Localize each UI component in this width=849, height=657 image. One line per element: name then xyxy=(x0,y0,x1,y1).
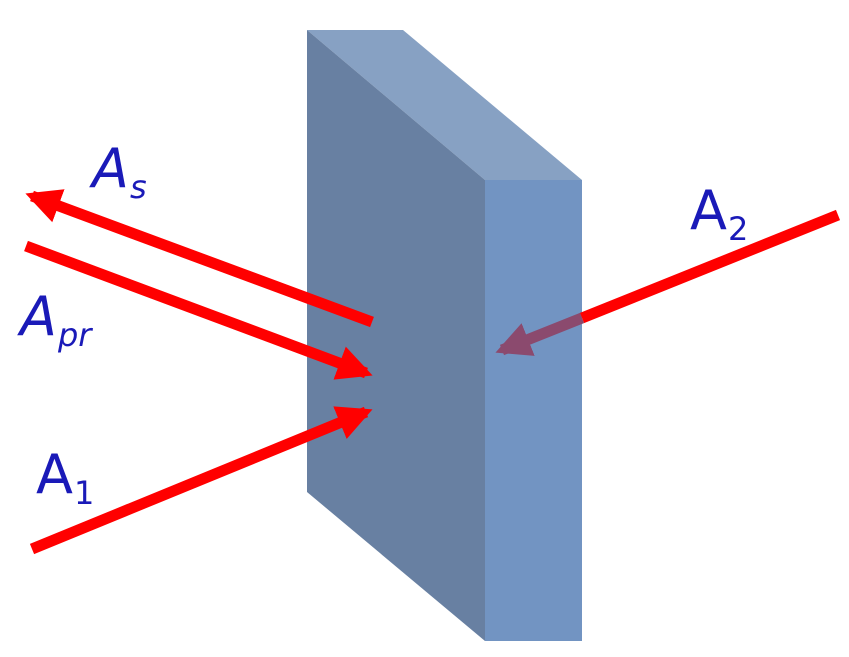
label-a-2: A2 xyxy=(690,179,749,249)
beam-a-pr xyxy=(24,240,373,380)
label-a-s-base: A xyxy=(92,137,129,200)
slab-side-face xyxy=(485,180,582,641)
label-a-s-sub: s xyxy=(129,168,147,207)
beam-a-2-through-slab xyxy=(495,312,585,356)
slab-top-face xyxy=(307,30,582,180)
beam-a-2-outside xyxy=(579,209,841,324)
beam-a-s xyxy=(25,189,374,328)
label-a-pr-base: A xyxy=(20,285,57,348)
label-a-1: A1 xyxy=(36,443,95,513)
label-a-1-base: A xyxy=(36,443,73,506)
label-a-2-sub: 2 xyxy=(727,210,749,249)
label-a-2-base: A xyxy=(690,179,727,242)
label-a-pr: Apr xyxy=(20,285,92,355)
beam-a-1 xyxy=(29,406,373,555)
slab-front-face xyxy=(307,30,485,641)
label-a-1-sub: 1 xyxy=(73,474,95,513)
label-a-s: As xyxy=(92,137,147,207)
label-a-pr-sub: pr xyxy=(57,316,92,355)
